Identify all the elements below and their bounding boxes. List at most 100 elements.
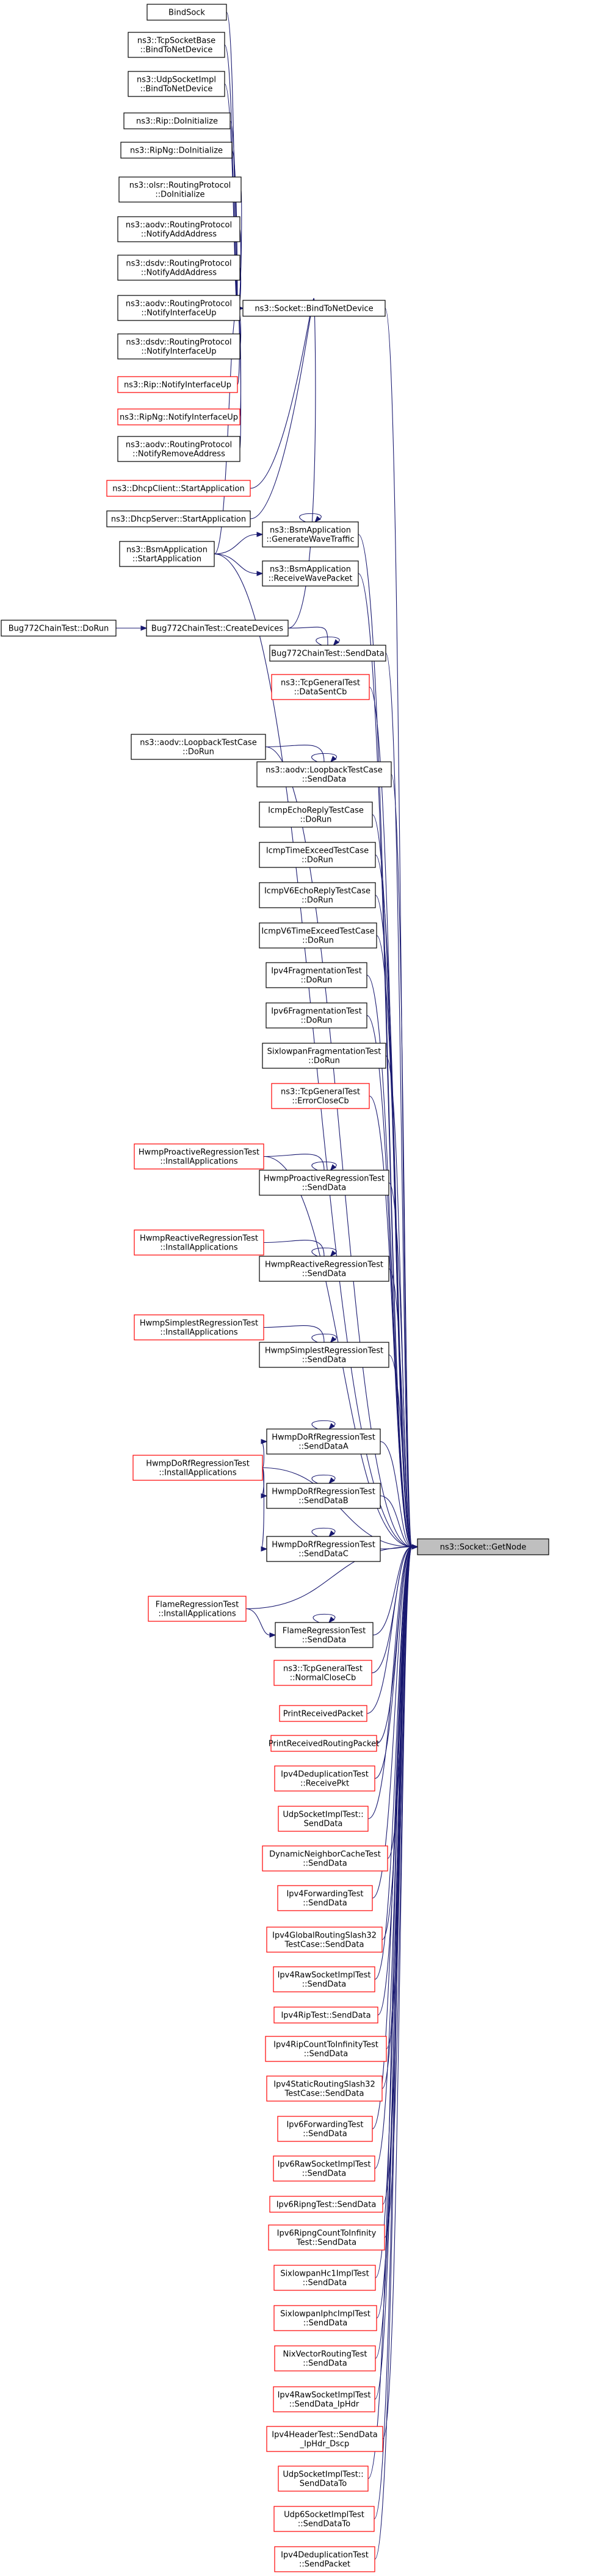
- node-udp6socketimpltest-senddatato[interactable]: Udp6SocketImplTest::SendDataTo: [273, 2506, 375, 2532]
- node-ripng-doinitialize[interactable]: ns3::RipNg::DoInitialize: [120, 142, 233, 159]
- node-aodv-notifyaddaddress[interactable]: ns3::aodv::RoutingProtocol::NotifyAddAdd…: [117, 216, 240, 242]
- node-hwmpdorf-senddatab[interactable]: HwmpDoRfRegressionTest::SendDataB: [266, 1483, 381, 1509]
- node-bsmapplication-receivewavepacket[interactable]: ns3::BsmApplication::ReceiveWavePacket: [262, 560, 359, 587]
- node-socket-getnode[interactable]: ns3::Socket::GetNode: [417, 1538, 549, 1555]
- node-tcpsocketbase-bindtonetdevice[interactable]: ns3::TcpSocketBase::BindToNetDevice: [128, 32, 225, 58]
- node-label-line: ::DoRun: [302, 856, 333, 865]
- node-tcpgeneraltest-errorclosecb[interactable]: ns3::TcpGeneralTest::ErrorCloseCb: [271, 1083, 370, 1109]
- node-label-line: ns3::aodv::RoutingProtocol: [126, 300, 232, 309]
- node-icmpechoreplytestcase-dorun[interactable]: IcmpEchoReplyTestCase::DoRun: [259, 801, 373, 828]
- node-ipv4riptest-senddata[interactable]: Ipv4RipTest::SendData: [273, 2006, 378, 2024]
- node-box: [259, 1342, 389, 1368]
- edge-Socket_BindToNetDevice-to-Socket_GetNode: [385, 308, 419, 1550]
- edge-path: [214, 553, 258, 574]
- edge-HwmpReactive_InstallApplications-to-HwmpReactive_SendData: [263, 1240, 325, 1257]
- edge-BsmApplication_StartApplication-to-BsmApplication_ReceiveWavePacket: [214, 553, 264, 576]
- node-flame-senddata[interactable]: FlameRegressionTest::SendData: [275, 1622, 374, 1648]
- node-ripng-notifyinterfaceup[interactable]: ns3::RipNg::NotifyInterfaceUp: [117, 408, 240, 425]
- node-aodv-loopbacktestcase-dorun[interactable]: ns3::aodv::LoopbackTestCase::DoRun: [131, 734, 266, 760]
- node-icmptimeexceedtestcase-dorun[interactable]: IcmpTimeExceedTestCase::DoRun: [259, 842, 376, 868]
- node-dsdv-notifyinterfaceup[interactable]: ns3::dsdv::RoutingProtocol::NotifyInterf…: [117, 333, 240, 360]
- node-aodv-loopbacktestcase-senddata[interactable]: ns3::aodv::LoopbackTestCase::SendData: [256, 761, 392, 787]
- node-olsr-doinitialize[interactable]: ns3::olsr::RoutingProtocol::DoInitialize: [118, 176, 242, 203]
- node-tcpgeneraltest-normalclosecb[interactable]: ns3::TcpGeneralTest::NormalCloseCb: [273, 1660, 372, 1686]
- node-ipv4headertest-senddata-iphdr-dscp[interactable]: Ipv4HeaderTest::SendData_IpHdr_Dscp: [266, 2426, 383, 2452]
- node-box: [123, 112, 231, 129]
- node-aodv-notifyremoveaddress[interactable]: ns3::aodv::RoutingProtocol::NotifyRemove…: [117, 436, 240, 462]
- node-box: [134, 1314, 264, 1340]
- node-hwmpsimplest-senddata[interactable]: HwmpSimplestRegressionTest::SendData: [259, 1342, 389, 1368]
- node-box: [266, 1927, 383, 1953]
- edge-HwmpSimplest_InstallApplications-to-HwmpSimplest_SendData: [263, 1325, 325, 1343]
- node-sixlowpaniphcimpltest-senddata[interactable]: SixlowpanIphcImplTest::SendData: [273, 2305, 377, 2331]
- node-udpsocketimpltest-senddata[interactable]: UdpSocketImplTest::SendData: [278, 1806, 369, 1832]
- edge-path: [311, 1161, 337, 1171]
- edge-path: [265, 746, 413, 1547]
- edge-HwmpDoRf_SendDataC-to-HwmpDoRf_SendDataC: [311, 1527, 336, 1538]
- node-nixvectorroutingtest-senddata[interactable]: NixVectorRoutingTest::SendData: [274, 2345, 376, 2372]
- node-bug772chaintest-createdevices[interactable]: Bug772ChainTest::CreateDevices: [146, 620, 289, 637]
- node-ipv4forwardingtest-senddata[interactable]: Ipv4ForwardingTest::SendData: [277, 1885, 373, 1911]
- node-ipv4fragmentationtest-dorun[interactable]: Ipv4FragmentationTest::DoRun: [266, 962, 367, 988]
- node-ipv6ripngtest-senddata[interactable]: Ipv6RipngTest::SendData: [269, 2196, 383, 2213]
- node-dhcpserver-startapplication[interactable]: ns3::DhcpServer::StartApplication: [106, 510, 251, 527]
- node-icmpv6echoreplytestcase-dorun[interactable]: IcmpV6EchoReplyTestCase::DoRun: [259, 882, 376, 908]
- node-ipv4globalroutingslash32testcase-senddata[interactable]: Ipv4GlobalRoutingSlash32TestCase::SendDa…: [266, 1927, 383, 1953]
- node-printreceivedpacket[interactable]: PrintReceivedPacket: [279, 1705, 367, 1722]
- node-box: [266, 962, 367, 988]
- node-aodv-notifyinterfaceup[interactable]: ns3::aodv::RoutingProtocol::NotifyInterf…: [117, 295, 240, 321]
- node-udpsocketimpltest-senddatato[interactable]: UdpSocketImplTest::SendDataTo: [278, 2466, 369, 2492]
- edge-path: [214, 534, 258, 555]
- node-hwmpsimplest-installapplications[interactable]: HwmpSimplestRegressionTest::InstallAppli…: [134, 1314, 264, 1340]
- node-sixlowpanhc1impltest-senddata[interactable]: SixlowpanHc1ImplTest::SendData: [273, 2265, 376, 2291]
- node-bindsock[interactable]: BindSock: [146, 4, 227, 21]
- node-rip-notifyinterfaceup[interactable]: ns3::Rip::NotifyInterfaceUp: [117, 376, 238, 393]
- node-hwmpdorf-senddataa[interactable]: HwmpDoRfRegressionTest::SendDataA: [266, 1428, 381, 1455]
- node-ipv4rawsocketimpltest-senddata-iphdr[interactable]: Ipv4RawSocketImplTest::SendData_IpHdr: [273, 2386, 375, 2412]
- node-ipv4rawsocketimpltest-senddata[interactable]: Ipv4RawSocketImplTest::SendData: [273, 1966, 375, 1992]
- node-sixlowpanfragmentationtest-dorun[interactable]: SixlowpanFragmentationTest::DoRun: [262, 1043, 386, 1069]
- node-ipv6rawsocketimpltest-senddata[interactable]: Ipv6RawSocketImplTest::SendData: [273, 2155, 375, 2182]
- node-ipv6forwardingtest-senddata[interactable]: Ipv6ForwardingTest::SendData: [277, 2116, 373, 2142]
- node-udpsocketimpl-bindtonetdevice[interactable]: ns3::UdpSocketImpl::BindToNetDevice: [128, 71, 225, 97]
- node-hwmpproactive-installapplications[interactable]: HwmpProactiveRegressionTest::InstallAppl…: [134, 1143, 264, 1170]
- node-bug772chaintest-senddata[interactable]: Bug772ChainTest::SendData: [269, 645, 386, 662]
- node-hwmpreactive-installapplications[interactable]: HwmpReactiveRegressionTest::InstallAppli…: [134, 1229, 264, 1256]
- edge-path: [311, 1420, 336, 1430]
- node-dhcpclient-startapplication[interactable]: ns3::DhcpClient::StartApplication: [106, 480, 251, 497]
- node-ipv6fragmentationtest-dorun[interactable]: Ipv6FragmentationTest::DoRun: [266, 1002, 367, 1029]
- node-label-line: HwmpSimplestRegressionTest: [140, 1319, 258, 1328]
- node-printreceivedroutingpacket[interactable]: PrintReceivedRoutingPacket: [269, 1735, 379, 1752]
- node-socket-bindtonetdevice[interactable]: ns3::Socket::BindToNetDevice: [242, 300, 386, 317]
- node-ipv4deduplicationtest-sendpacket[interactable]: Ipv4DeduplicationTest::SendPacket: [274, 2546, 375, 2572]
- node-box: [278, 1806, 369, 1832]
- edge-path: [367, 1546, 413, 2480]
- node-label-line: ::SendData: [302, 775, 347, 784]
- node-label-line: Ipv4DeduplicationTest: [281, 1770, 369, 1779]
- node-bsmapplication-startapplication[interactable]: ns3::BsmApplication::StartApplication: [119, 541, 215, 567]
- node-ipv4staticroutingslash32testcase-senddata[interactable]: Ipv4StaticRoutingSlash32TestCase::SendDa…: [266, 2075, 383, 2102]
- node-hwmpreactive-senddata[interactable]: HwmpReactiveRegressionTest::SendData: [259, 1256, 389, 1282]
- edge-path: [369, 1095, 413, 1547]
- node-tcpgeneraltest-datasentcb[interactable]: ns3::TcpGeneralTest::DataSentCb: [271, 674, 370, 700]
- node-bug772chaintest-dorun[interactable]: Bug772ChainTest::DoRun: [1, 620, 117, 637]
- node-ipv4deduplicationtest-receivepkt[interactable]: Ipv4DeduplicationTest::ReceivePkt: [274, 1765, 375, 1792]
- edge-HwmpProactive_SendData-to-HwmpProactive_SendData: [311, 1161, 337, 1171]
- node-dsdv-notifyaddaddress[interactable]: ns3::dsdv::RoutingProtocol::NotifyAddAdd…: [117, 255, 240, 281]
- node-ipv4ripcounttoinfinitytest-senddata[interactable]: Ipv4RipCountToInfinityTest::SendData: [265, 2036, 387, 2062]
- node-label-line: ::ErrorCloseCb: [292, 1097, 349, 1106]
- node-hwmpproactive-senddata[interactable]: HwmpProactiveRegressionTest::SendData: [259, 1170, 389, 1196]
- node-bsmapplication-generatewavetraffic[interactable]: ns3::BsmApplication::GenerateWaveTraffic: [262, 521, 359, 548]
- node-icmpv6timeexceedtestcase-dorun[interactable]: IcmpV6TimeExceedTestCase::DoRun: [259, 922, 377, 949]
- node-hwmpdorf-installapplications[interactable]: HwmpDoRfRegressionTest::InstallApplicati…: [132, 1455, 263, 1481]
- node-flame-installapplications[interactable]: FlameRegressionTest::InstallApplications: [148, 1596, 247, 1622]
- node-box: [273, 1966, 375, 1992]
- node-rip-doinitialize[interactable]: ns3::Rip::DoInitialize: [123, 112, 231, 129]
- node-box: [266, 2426, 383, 2452]
- edge-HwmpSimplest_SendData-to-HwmpSimplest_SendData: [311, 1333, 337, 1344]
- node-label-line: ns3::BsmApplication: [270, 565, 351, 574]
- edge-path: [287, 626, 328, 646]
- node-hwmpdorf-senddatac[interactable]: HwmpDoRfRegressionTest::SendDataC: [266, 1536, 381, 1562]
- node-dynamicneighborcachetest-senddata[interactable]: DynamicNeighborCacheTest::SendData: [262, 1845, 388, 1872]
